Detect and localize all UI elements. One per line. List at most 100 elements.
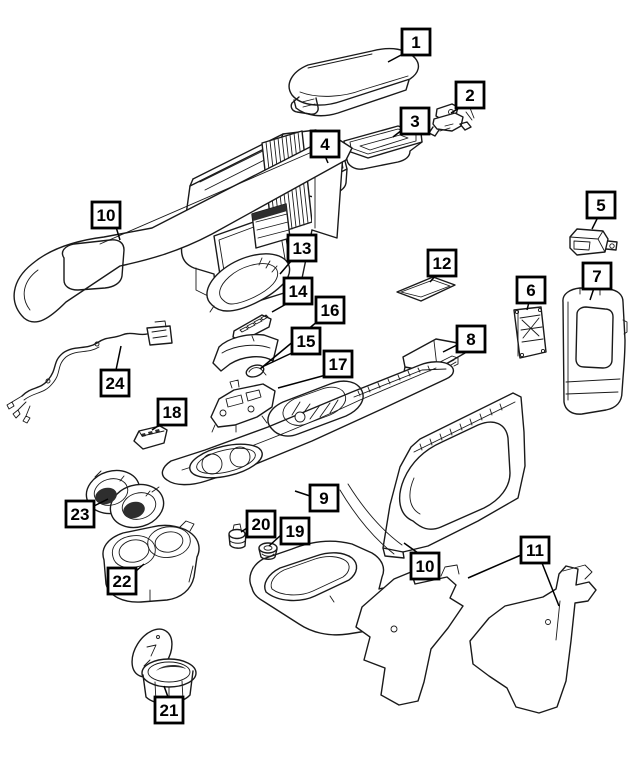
callout-17-17[interactable]: 17 bbox=[322, 349, 354, 379]
switch-strip-drawing bbox=[232, 314, 272, 342]
callout-number: 11 bbox=[526, 541, 544, 560]
callout-box[interactable] bbox=[290, 326, 322, 356]
rear-trim-panel-drawing bbox=[562, 287, 628, 415]
callout-box[interactable] bbox=[454, 80, 486, 110]
callout-box[interactable] bbox=[309, 129, 341, 159]
callout-23-23[interactable]: 23 bbox=[64, 499, 96, 529]
callout-number: 6 bbox=[526, 281, 535, 300]
callout-box[interactable] bbox=[156, 397, 188, 427]
leader-line-10 bbox=[403, 542, 419, 554]
callout-11-11[interactable]: 11 bbox=[519, 535, 551, 565]
callout-number: 7 bbox=[592, 267, 601, 286]
callout-box[interactable] bbox=[279, 516, 311, 546]
callout-24-24[interactable]: 24 bbox=[99, 368, 131, 398]
side-panel-left-drawing bbox=[13, 138, 353, 323]
callout-number: 17 bbox=[329, 355, 348, 374]
callout-10-10[interactable]: 10 bbox=[409, 551, 441, 581]
armrest-lid-drawing bbox=[288, 47, 420, 117]
callout-box[interactable] bbox=[400, 27, 432, 57]
callout-8-7[interactable]: 8 bbox=[455, 324, 487, 354]
callout-number: 1 bbox=[411, 33, 420, 52]
callout-number: 14 bbox=[289, 282, 308, 301]
leader-line-17 bbox=[277, 374, 327, 389]
callout-box[interactable] bbox=[519, 535, 551, 565]
callout-2-1[interactable]: 2 bbox=[454, 80, 486, 110]
callout-box[interactable] bbox=[426, 248, 458, 278]
callout-16-16[interactable]: 16 bbox=[314, 295, 346, 325]
side-panel-right-drawing bbox=[382, 392, 526, 559]
callout-18-18[interactable]: 18 bbox=[156, 397, 188, 427]
callout-box[interactable] bbox=[455, 324, 487, 354]
retainer-grommet-drawing bbox=[258, 542, 278, 560]
callout-box[interactable] bbox=[314, 295, 346, 325]
callout-13-13[interactable]: 13 bbox=[286, 233, 318, 263]
ashtray-cup-drawing bbox=[131, 628, 197, 707]
callout-number: 18 bbox=[163, 403, 182, 422]
leader-line-11 bbox=[467, 554, 522, 579]
leader-line-9 bbox=[294, 490, 311, 497]
callout-number: 2 bbox=[465, 86, 474, 105]
module-drawing bbox=[569, 228, 618, 256]
callout-box[interactable] bbox=[581, 261, 613, 291]
callout-box[interactable] bbox=[245, 509, 277, 539]
callout-3-2[interactable]: 3 bbox=[399, 106, 431, 136]
callout-7-6[interactable]: 7 bbox=[581, 261, 613, 291]
wiring-harness-drawing bbox=[6, 320, 173, 424]
callout-9-8[interactable]: 9 bbox=[308, 483, 340, 513]
trim-cover-drawing bbox=[212, 333, 279, 372]
shifter-bezel-drawing bbox=[210, 379, 276, 433]
callout-19-19[interactable]: 19 bbox=[279, 516, 311, 546]
connector-block-drawing bbox=[133, 425, 168, 450]
mount-panel-drawing bbox=[513, 306, 547, 359]
callout-box[interactable] bbox=[106, 566, 138, 596]
callout-6-5[interactable]: 6 bbox=[515, 275, 547, 305]
callout-box[interactable] bbox=[399, 106, 431, 136]
callout-21-21[interactable]: 21 bbox=[153, 695, 185, 725]
console-rear-leg-lines-drawing bbox=[339, 483, 403, 555]
callout-15-15[interactable]: 15 bbox=[290, 326, 322, 356]
callout-number: 9 bbox=[319, 489, 328, 508]
callout-box[interactable] bbox=[308, 483, 340, 513]
callout-number: 13 bbox=[293, 239, 312, 258]
leader-line-24 bbox=[115, 345, 122, 371]
trim-ring-drawing bbox=[206, 253, 291, 313]
callout-box[interactable] bbox=[153, 695, 185, 725]
callout-number: 21 bbox=[160, 701, 179, 720]
callout-box[interactable] bbox=[282, 276, 314, 306]
callout-box[interactable] bbox=[99, 368, 131, 398]
retainer-clip-oval-drawing bbox=[245, 364, 267, 378]
leader-line-15 bbox=[261, 351, 295, 368]
silencer-pad-right-drawing bbox=[469, 564, 597, 714]
callout-4-3[interactable]: 4 bbox=[309, 129, 341, 159]
callout-number: 22 bbox=[113, 572, 132, 591]
floor-mat-drawing bbox=[396, 276, 456, 302]
callout-number: 12 bbox=[433, 254, 452, 273]
silencer-pad-left-drawing bbox=[355, 564, 464, 706]
callout-20-20[interactable]: 20 bbox=[245, 509, 277, 539]
callout-box[interactable] bbox=[64, 499, 96, 529]
callout-number: 5 bbox=[596, 196, 605, 215]
callout-number: 3 bbox=[410, 112, 419, 131]
callout-14-14[interactable]: 14 bbox=[282, 276, 314, 306]
callout-number: 15 bbox=[297, 332, 316, 351]
callout-number: 10 bbox=[97, 206, 116, 225]
callout-box[interactable] bbox=[515, 275, 547, 305]
callout-box[interactable] bbox=[585, 190, 617, 220]
console-top-panel-drawing bbox=[161, 361, 455, 486]
callout-number: 24 bbox=[106, 374, 125, 393]
callout-10-9[interactable]: 10 bbox=[90, 200, 122, 230]
callout-12-12[interactable]: 12 bbox=[426, 248, 458, 278]
leader-line-21 bbox=[163, 685, 169, 698]
callout-1-0[interactable]: 1 bbox=[400, 27, 432, 57]
callout-22-22[interactable]: 22 bbox=[106, 566, 138, 596]
callout-box[interactable] bbox=[90, 200, 122, 230]
callout-box[interactable] bbox=[286, 233, 318, 263]
retainer-clip-cylinder-drawing bbox=[228, 523, 247, 549]
callout-box[interactable] bbox=[409, 551, 441, 581]
callout-5-4[interactable]: 5 bbox=[585, 190, 617, 220]
callouts-layer: 1234567891010111213141516171819202122232… bbox=[64, 27, 617, 725]
callout-box[interactable] bbox=[322, 349, 354, 379]
leader-line-1 bbox=[387, 53, 404, 63]
leader-line-19 bbox=[268, 534, 282, 547]
